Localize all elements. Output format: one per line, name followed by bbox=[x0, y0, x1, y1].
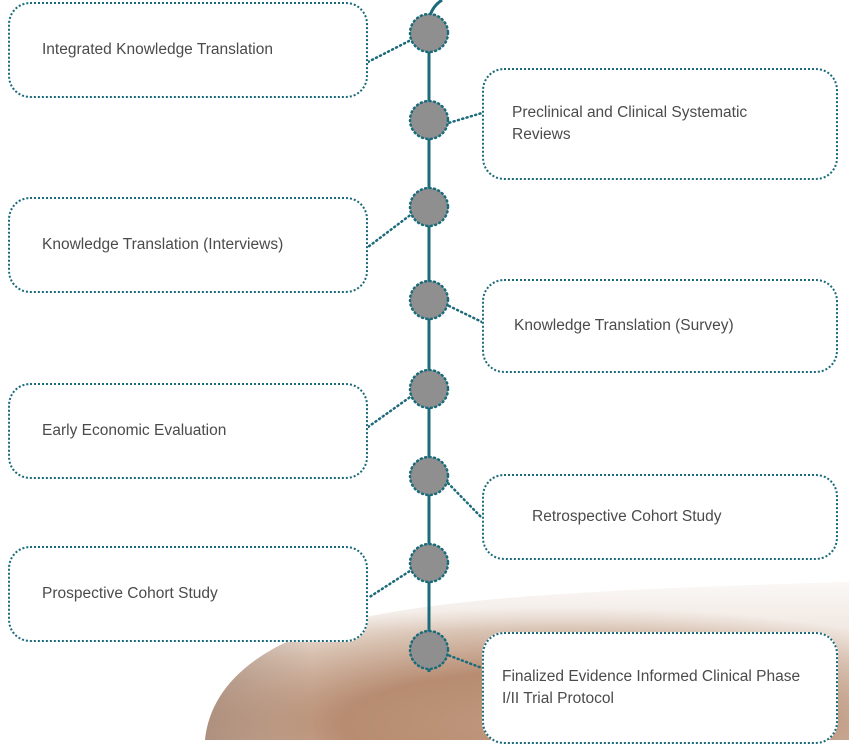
step-label: Prospective Cohort Study bbox=[42, 585, 218, 602]
timeline-node bbox=[408, 12, 450, 54]
step-box-kt-survey: Knowledge Translation (Survey) bbox=[482, 279, 838, 373]
connector-line bbox=[443, 302, 484, 324]
connector-line bbox=[364, 37, 415, 65]
step-label: Retrospective Cohort Study bbox=[532, 508, 722, 525]
timeline-node bbox=[408, 368, 450, 410]
step-label: Finalized Evidence Informed Clinical Pha… bbox=[502, 668, 801, 707]
timeline-node bbox=[408, 99, 450, 141]
timeline-node bbox=[408, 455, 450, 497]
step-box-retrospective-cohort-study: Retrospective Cohort Study bbox=[482, 474, 838, 560]
connector-line bbox=[443, 652, 484, 670]
step-label: Integrated Knowledge Translation bbox=[42, 41, 273, 58]
connector-line bbox=[366, 567, 415, 600]
connector-line bbox=[366, 393, 415, 429]
step-label: Knowledge Translation (Survey) bbox=[514, 317, 734, 334]
timeline-node bbox=[408, 629, 450, 671]
step-label: Preclinical and Clinical Systematic Revi… bbox=[512, 104, 748, 143]
timeline-node bbox=[408, 186, 450, 228]
step-box-integrated-knowledge-translation: Integrated Knowledge Translation bbox=[8, 2, 368, 98]
connector-line bbox=[443, 478, 484, 520]
step-label: Knowledge Translation (Interviews) bbox=[42, 236, 284, 253]
timeline-node bbox=[408, 279, 450, 321]
step-box-kt-interviews: Knowledge Translation (Interviews) bbox=[8, 197, 368, 293]
step-box-finalized-trial-protocol: Finalized Evidence Informed Clinical Pha… bbox=[482, 632, 838, 744]
step-box-early-economic-evaluation: Early Economic Evaluation bbox=[8, 383, 368, 479]
step-label: Early Economic Evaluation bbox=[42, 422, 227, 439]
step-box-prospective-cohort-study: Prospective Cohort Study bbox=[8, 546, 368, 642]
step-box-systematic-reviews: Preclinical and Clinical Systematic Revi… bbox=[482, 68, 838, 180]
connector-line bbox=[443, 111, 484, 126]
timeline-node bbox=[408, 542, 450, 584]
connector-line bbox=[366, 211, 415, 249]
